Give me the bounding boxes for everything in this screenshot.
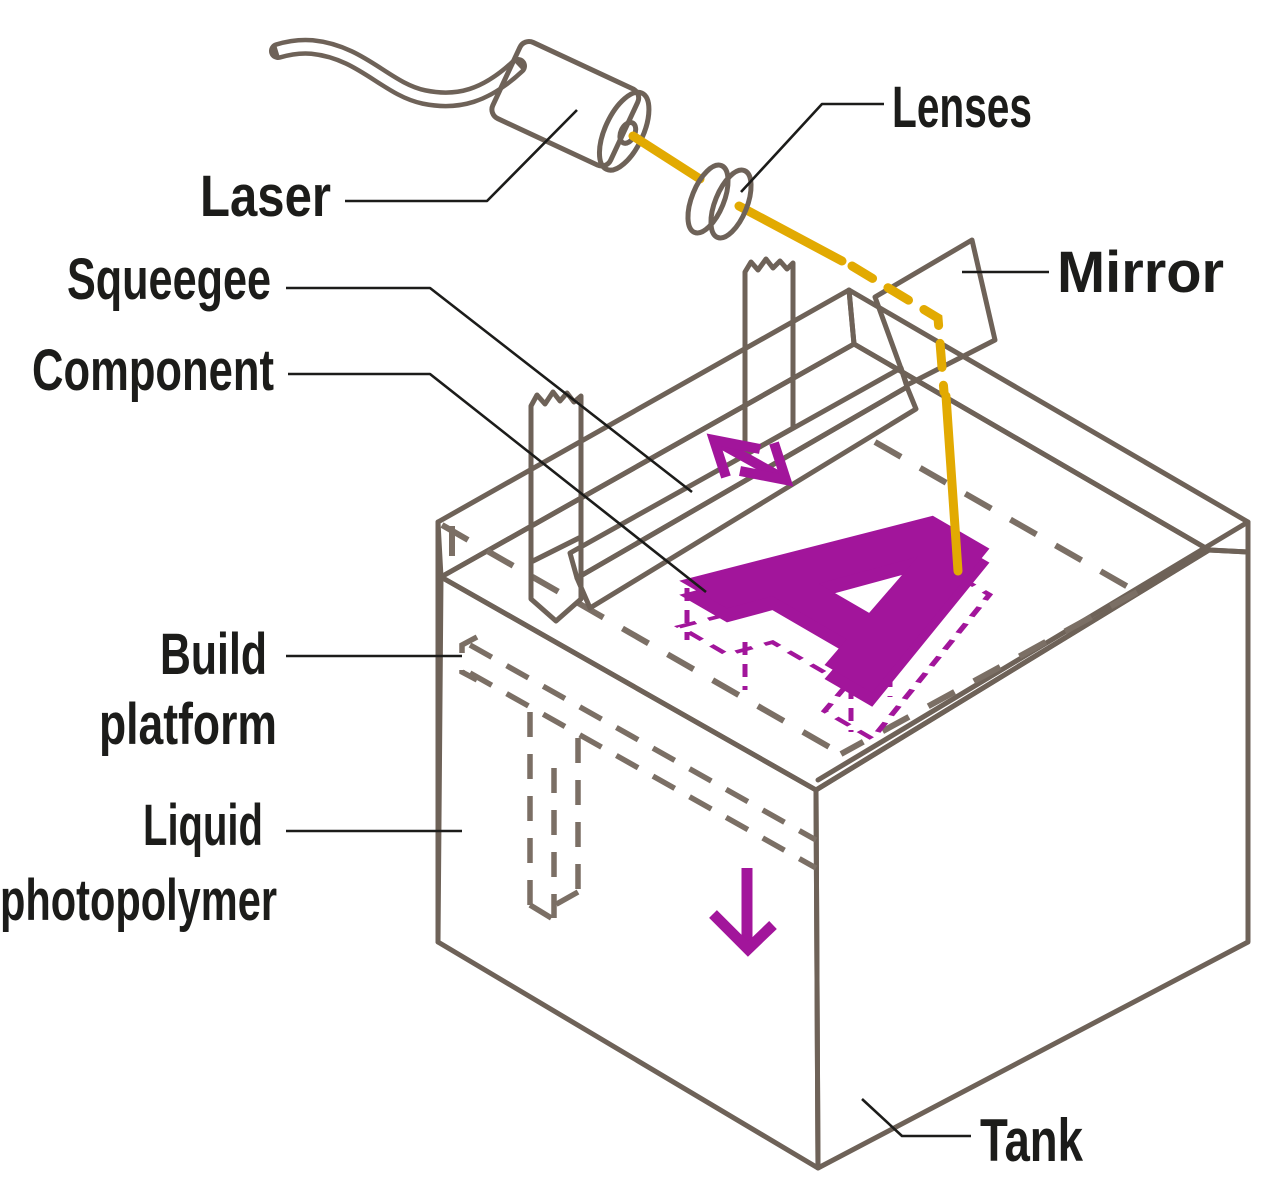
squeegee-support-right	[742, 256, 796, 458]
component: A A A	[616, 447, 1114, 777]
squeegee-bar-front	[574, 384, 919, 611]
label-build-line2: platform	[99, 692, 277, 757]
leader-component	[288, 372, 707, 594]
platform-down-arrow-icon	[709, 868, 777, 957]
squeegee	[528, 256, 919, 624]
leader-squeegee	[286, 286, 693, 494]
label-laser: Laser	[200, 164, 331, 229]
leader-tank	[861, 1098, 971, 1138]
leader-laser	[345, 109, 578, 203]
squeegee-support-left-base	[528, 534, 584, 624]
label-build-line1: Build	[160, 622, 267, 687]
build-platform-surface-dashed-outline	[440, 439, 1139, 757]
label-liquid-line1: Liquid	[143, 793, 263, 858]
squeegee-support-left	[528, 389, 584, 565]
laser-cable	[269, 37, 527, 109]
mirror	[872, 237, 998, 388]
lenses	[685, 162, 754, 241]
labels: Laser Squeegee Component Lenses Mirror B…	[0, 75, 1224, 1174]
laser-beam	[628, 131, 847, 266]
laser-beam-reflected	[847, 261, 963, 576]
tank-right-face	[813, 547, 1251, 1171]
label-lenses: Lenses	[892, 75, 1032, 140]
label-mirror: Mirror	[1057, 240, 1224, 305]
label-tank: Tank	[980, 1107, 1083, 1174]
laser-unit	[489, 38, 652, 173]
squeegee-motion-arrow-icon	[706, 433, 794, 487]
label-liquid-line2: photopolymer	[0, 868, 277, 933]
leader-lenses	[740, 102, 884, 193]
build-platform-side-dashed-outline	[459, 634, 818, 922]
leader-lines	[286, 102, 1049, 1138]
label-component: Component	[32, 338, 274, 403]
label-squeegee: Squeegee	[67, 247, 271, 312]
